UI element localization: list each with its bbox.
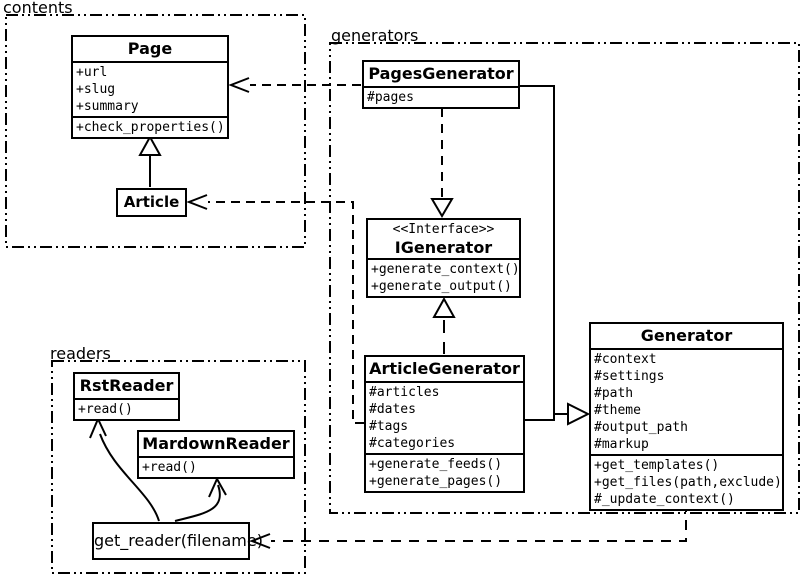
- edge-articlegenerator-article-arrowhead: [186, 194, 208, 210]
- class-page-title: Page: [73, 37, 227, 63]
- edge-generator-getreader: [271, 502, 687, 542]
- class-mardownreader-title: MardownReader: [139, 432, 293, 458]
- attribute: +slug: [76, 82, 116, 97]
- class-page-methods: +check_properties(): [73, 116, 227, 137]
- attribute: #context: [594, 352, 657, 367]
- class-generator-title: Generator: [591, 324, 782, 350]
- method: +generate_pages(): [369, 474, 503, 489]
- attribute: #dates: [369, 402, 416, 417]
- class-igenerator: <<Interface>> IGenerator +generate_conte…: [366, 218, 521, 298]
- class-articlegenerator: ArticleGenerator #articles #dates #tags …: [364, 355, 525, 493]
- class-igenerator-title: IGenerator: [394, 238, 493, 257]
- class-igenerator-stereotype: <<Interface>>: [392, 222, 495, 237]
- edge-getreader-rstreader: [99, 433, 160, 522]
- function-get-reader: get_reader(filename): [92, 522, 263, 560]
- class-article: Article: [116, 188, 187, 217]
- class-page-attributes: +url +slug +summary: [73, 63, 227, 116]
- edge-articlegenerator-igenerator-triangle: [432, 296, 456, 318]
- class-generator-methods: +get_templates() +get_files(path,exclude…: [591, 454, 782, 509]
- class-generator-attributes: #context #settings #path #theme #output_…: [591, 350, 782, 454]
- edge-articlegenerator-article: [208, 201, 364, 424]
- class-pagesgenerator-title: PagesGenerator: [364, 62, 518, 88]
- method: +read(): [78, 402, 133, 417]
- edge-pagesgenerator-generator: [519, 85, 567, 415]
- class-igenerator-methods: +generate_context() +generate_output(): [368, 260, 519, 296]
- class-igenerator-titleblock: <<Interface>> IGenerator: [368, 220, 519, 260]
- class-articlegenerator-title: ArticleGenerator: [366, 357, 523, 383]
- attribute: #categories: [369, 436, 456, 451]
- edge-getreader-rstreader-arrowhead: [89, 416, 107, 439]
- class-generator: Generator #context #settings #path #them…: [589, 322, 784, 511]
- method: +get_files(path,exclude): [594, 475, 782, 490]
- class-articlegenerator-attributes: #articles #dates #tags #categories: [366, 383, 523, 453]
- attribute: #articles: [369, 385, 440, 400]
- edge-generator-getreader-arrowhead: [249, 533, 271, 549]
- attribute: #pages: [367, 90, 414, 105]
- package-readers-border: [51, 360, 306, 574]
- method: +get_templates(): [594, 458, 720, 473]
- edge-pagesgenerator-page-arrowhead: [228, 77, 250, 93]
- method: +generate_context(): [371, 262, 519, 277]
- package-label-generators: generators: [331, 26, 419, 45]
- package-contents-border: [5, 14, 306, 248]
- class-pagesgenerator: PagesGenerator #pages: [362, 60, 520, 109]
- edge-articlegenerator-generator: [524, 413, 555, 421]
- edge-getreader-mardownreader-arrowhead: [208, 476, 227, 498]
- attribute: #markup: [594, 437, 649, 452]
- edge-generator-triangle: [567, 402, 591, 426]
- class-mardownreader-methods: +read(): [139, 458, 293, 477]
- attribute: +summary: [76, 99, 139, 114]
- method: +generate_output(): [371, 279, 512, 294]
- attribute: #tags: [369, 419, 409, 434]
- method: +read(): [142, 460, 197, 475]
- package-generators-border: [329, 42, 800, 514]
- package-label-readers: readers: [50, 344, 111, 363]
- method: #_update_context(): [594, 492, 735, 507]
- class-article-title: Article: [123, 193, 180, 211]
- edge-pagesgenerator-igenerator-triangle: [430, 198, 454, 218]
- class-rstreader-methods: +read(): [75, 400, 178, 419]
- class-articlegenerator-methods: +generate_feeds() +generate_pages(): [366, 453, 523, 491]
- attribute: +url: [76, 65, 108, 80]
- method: +generate_feeds(): [369, 457, 503, 472]
- edge-article-page-triangle: [138, 134, 162, 156]
- attribute: #theme: [594, 403, 641, 418]
- class-page: Page +url +slug +summary +check_properti…: [71, 35, 229, 139]
- method: +check_properties(): [76, 120, 225, 135]
- package-label-contents: contents: [3, 0, 73, 17]
- edge-getreader-mardownreader: [174, 484, 221, 522]
- class-mardownreader: MardownReader +read(): [137, 430, 295, 479]
- class-pagesgenerator-attributes: #pages: [364, 88, 518, 107]
- attribute: #output_path: [594, 420, 688, 435]
- class-rstreader-title: RstReader: [75, 374, 178, 400]
- attribute: #settings: [594, 369, 665, 384]
- attribute: #path: [594, 386, 634, 401]
- class-rstreader: RstReader +read(): [73, 372, 180, 421]
